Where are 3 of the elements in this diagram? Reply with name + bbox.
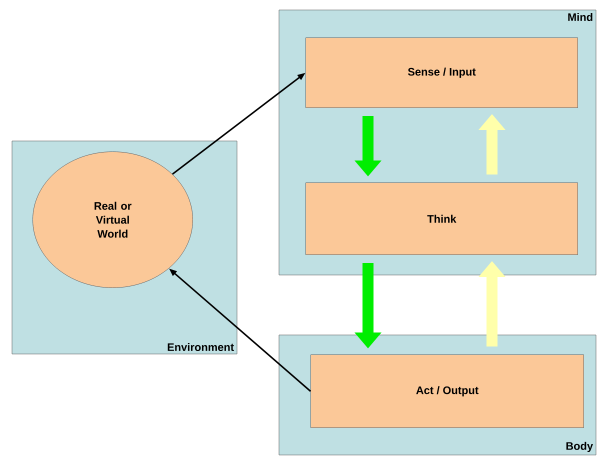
process-box: Act / Output	[310, 354, 584, 428]
process-box: Think	[306, 182, 578, 255]
process-box: Sense / Input	[306, 38, 578, 108]
